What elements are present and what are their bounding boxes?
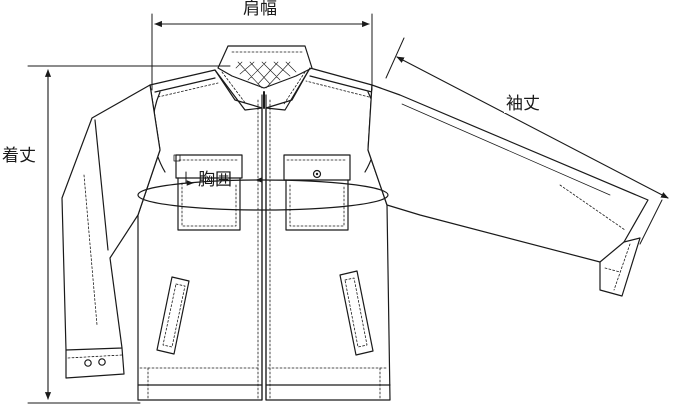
chest-label: 胸囲	[198, 170, 232, 190]
chest-pocket-right	[283, 154, 351, 231]
shoulder-width-label: 肩幅	[241, 0, 279, 19]
sleeve-length-label: 袖丈	[504, 94, 542, 114]
jacket-body	[137, 67, 391, 401]
measure-body-length	[27, 65, 231, 404]
left-sleeve	[61, 84, 161, 379]
body-length-label: 着丈	[0, 146, 38, 166]
collar	[214, 45, 313, 111]
slash-pockets	[156, 270, 374, 356]
center-zipper	[257, 91, 271, 401]
right-sleeve	[367, 84, 649, 297]
measure-chest	[137, 171, 389, 211]
chest-pocket-left	[173, 154, 243, 231]
measure-shoulder-width	[151, 13, 373, 91]
measure-sleeve-length	[385, 37, 669, 245]
